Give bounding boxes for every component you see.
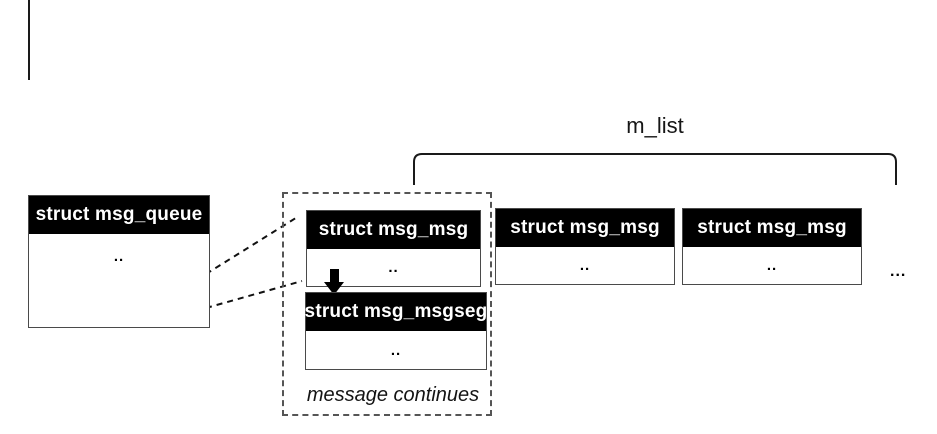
msg-msg-2-header: struct msg_msg: [496, 209, 674, 247]
msg-queue-header: struct msg_queue: [29, 196, 209, 234]
msg-msg-3-body-dots: ..: [766, 257, 778, 274]
m-list-label: m_list: [626, 113, 684, 138]
msg-msg-3-header: struct msg_msg: [683, 209, 861, 247]
msg-msg-box-2: struct msg_msg ..: [495, 208, 675, 285]
msg-msg-1-body-dots: ..: [388, 259, 399, 276]
m-list-bracket: [413, 153, 897, 185]
down-arrow-icon: [324, 269, 344, 295]
message-continues-label: message continues: [306, 384, 480, 406]
msg-msgseg-header: struct msg_msgseg: [305, 293, 487, 331]
msg-msgseg-box: struct msg_msgseg ..: [305, 292, 487, 370]
msg-msgseg-body-dots: ..: [390, 341, 402, 359]
msg-msg-2-body-dots: ..: [579, 257, 591, 274]
msg-msg-1-header: struct msg_msg: [307, 211, 480, 249]
msg-queue-body-dots: ..: [113, 248, 125, 265]
msg-msg-box-3: struct msg_msg ..: [682, 208, 862, 285]
message-group-dashed-box: [282, 192, 492, 416]
list-continues-ellipsis: ...: [890, 263, 907, 280]
msg-queue-box: struct msg_queue ..: [28, 195, 210, 328]
page-edge-line: [28, 0, 30, 80]
